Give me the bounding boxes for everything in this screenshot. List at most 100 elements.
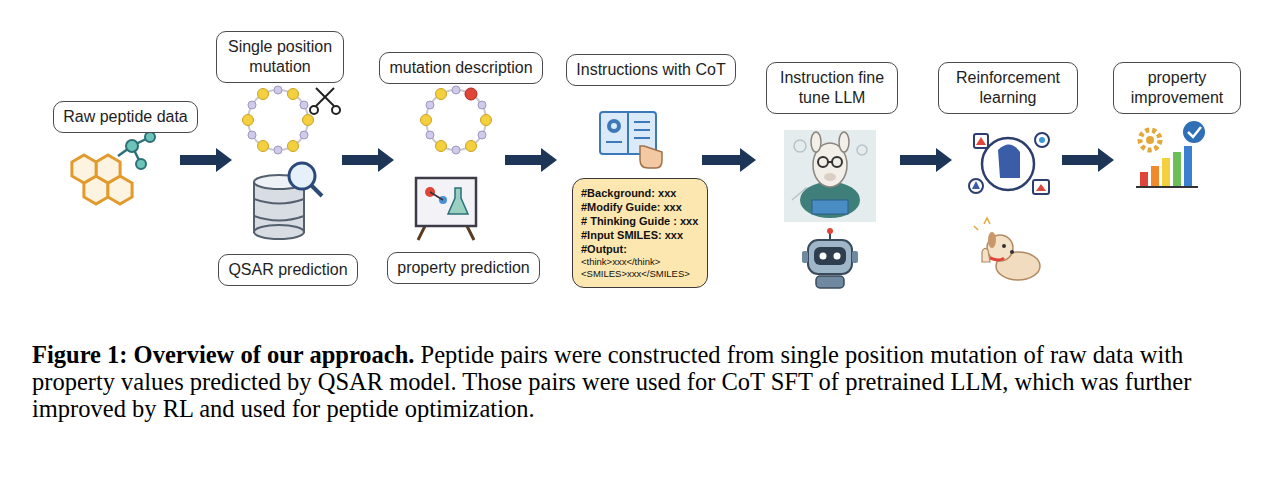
manual-icon-part-part — [634, 137, 650, 139]
molecule-icon-part — [118, 138, 148, 162]
step-label: QSAR prediction — [218, 254, 358, 286]
robot-icon-part — [808, 240, 852, 274]
rl-cycle-icon-part — [1036, 184, 1046, 191]
dog-icon-part — [982, 248, 990, 262]
robot-icon-part — [820, 253, 827, 260]
rl-cycle-icon-part — [974, 134, 988, 148]
template-line: #Modify Guide: xxx — [581, 200, 699, 214]
dog-icon-part — [990, 258, 1004, 260]
easel-icon — [416, 178, 476, 240]
peptide-ring-part-part — [303, 115, 314, 126]
robot-icon-part — [834, 253, 841, 260]
bar-chart-icon-part — [1184, 146, 1192, 186]
manual-icon-part-part — [606, 141, 622, 143]
bar-chart-icon-part — [1162, 158, 1170, 186]
mutated-peptide-ring — [421, 86, 492, 154]
robot-icon-part — [802, 251, 808, 263]
rl-cycle-icon-part — [998, 144, 1020, 178]
bar-chart-icon-part — [1173, 152, 1181, 186]
scissors-icon-part — [316, 88, 334, 106]
llama-illustration-part — [839, 132, 849, 152]
label-text: Raw peptide data — [63, 107, 188, 127]
llama-illustration — [784, 130, 876, 222]
peptide-ring — [243, 86, 314, 154]
peptide-ring-part-part — [288, 89, 299, 100]
stage-label: mutation description — [379, 52, 543, 84]
peptide-ring-part — [248, 86, 308, 154]
easel-icon-part — [416, 178, 476, 226]
mutated-peptide-ring-part — [465, 88, 477, 100]
easel-icon-part — [430, 192, 443, 200]
template-line: # Thinking Guide : xxx — [581, 214, 699, 228]
manual-icon-part-part — [634, 121, 650, 123]
scissors-icon — [310, 88, 340, 114]
label-text: property prediction — [397, 258, 530, 278]
label-text: Instruction fine tune LLM — [776, 68, 888, 108]
template-line: #Input SMILES: xxx — [581, 228, 699, 242]
llama-illustration-part — [812, 200, 848, 214]
label-text: Reinforcement learning — [948, 68, 1068, 108]
peptide-ring-part-part — [300, 101, 308, 109]
flow-arrow-part — [505, 148, 557, 172]
llama-illustration-part — [828, 161, 832, 163]
molecule-icon-part-part — [136, 159, 146, 169]
rl-cycle-icon-part — [1033, 180, 1049, 194]
peptide-ring-part-part — [300, 131, 308, 139]
peptide-ring-part-part — [248, 101, 256, 109]
mutated-peptide-ring-part-part — [421, 115, 432, 126]
mutated-peptide-ring-part — [421, 89, 492, 152]
template-line: <think>xxx</think> — [581, 256, 699, 268]
flow-arrow-part — [1062, 148, 1114, 172]
robot-icon-part — [827, 228, 833, 234]
peptide-ring-part-part — [248, 131, 256, 139]
bar-chart-icon-part — [1151, 166, 1159, 186]
manual-icon-part — [640, 146, 662, 168]
easel-icon-part — [418, 226, 425, 240]
dog-icon-part — [974, 218, 990, 230]
label-text: Instructions with CoT — [576, 60, 726, 80]
stage-label: Single position mutation — [216, 31, 344, 83]
caption-lead: Figure 1: Overview of our approach. — [32, 341, 414, 368]
dog-icon — [974, 218, 1040, 280]
molecule-icon-part-part — [126, 140, 138, 152]
rl-cycle-icon-part — [982, 138, 1034, 190]
template-line: #Background: xxx — [581, 186, 699, 200]
llama-illustration-part — [824, 173, 836, 181]
label-text: QSAR prediction — [228, 260, 348, 280]
peptide-ring-part-part — [288, 141, 299, 152]
scissors-icon-part — [310, 106, 318, 114]
llama-illustration-part — [818, 157, 828, 167]
mutated-peptide-ring-part-part — [481, 115, 492, 126]
manual-icon-part-part — [634, 129, 650, 131]
robot-icon — [802, 228, 858, 288]
peptide-ring-part-part — [243, 115, 254, 126]
robot-icon-part — [816, 276, 844, 288]
peptide-ring-part-part — [274, 146, 282, 154]
bar-chart-icon-part — [1140, 130, 1160, 150]
mutated-peptide-ring-part-part — [436, 89, 447, 100]
template-line: #Output: — [581, 242, 699, 256]
stage-label: Reinforcement learning — [938, 62, 1078, 114]
database-icon-part — [311, 185, 322, 196]
mutated-peptide-ring-part-part — [426, 131, 434, 139]
llama-illustration-part-part — [794, 140, 806, 152]
manual-icon-part — [606, 122, 650, 142]
mutated-peptide-ring-part — [426, 86, 486, 154]
bar-chart-icon-part — [1188, 127, 1201, 137]
llama-illustration-part — [811, 132, 821, 152]
robot-icon-part — [852, 251, 858, 263]
manual-icon-part — [611, 123, 617, 129]
easel-icon-part — [467, 226, 474, 240]
stage-label: property improvement — [1113, 62, 1241, 114]
molecule-icon-part-part — [96, 155, 120, 183]
rl-cycle-icon-part — [1039, 137, 1045, 143]
easel-icon-part — [448, 188, 468, 214]
rl-cycle-icon — [969, 133, 1049, 194]
mutated-peptide-ring-part-part — [452, 86, 460, 94]
database-icon — [254, 163, 322, 239]
manual-icon-part — [607, 119, 621, 133]
stage-label: Instructions with CoT — [566, 54, 736, 86]
template-line: <SMILES>xxx</SMILES> — [581, 268, 699, 280]
llama-illustration-part-part — [857, 145, 867, 155]
